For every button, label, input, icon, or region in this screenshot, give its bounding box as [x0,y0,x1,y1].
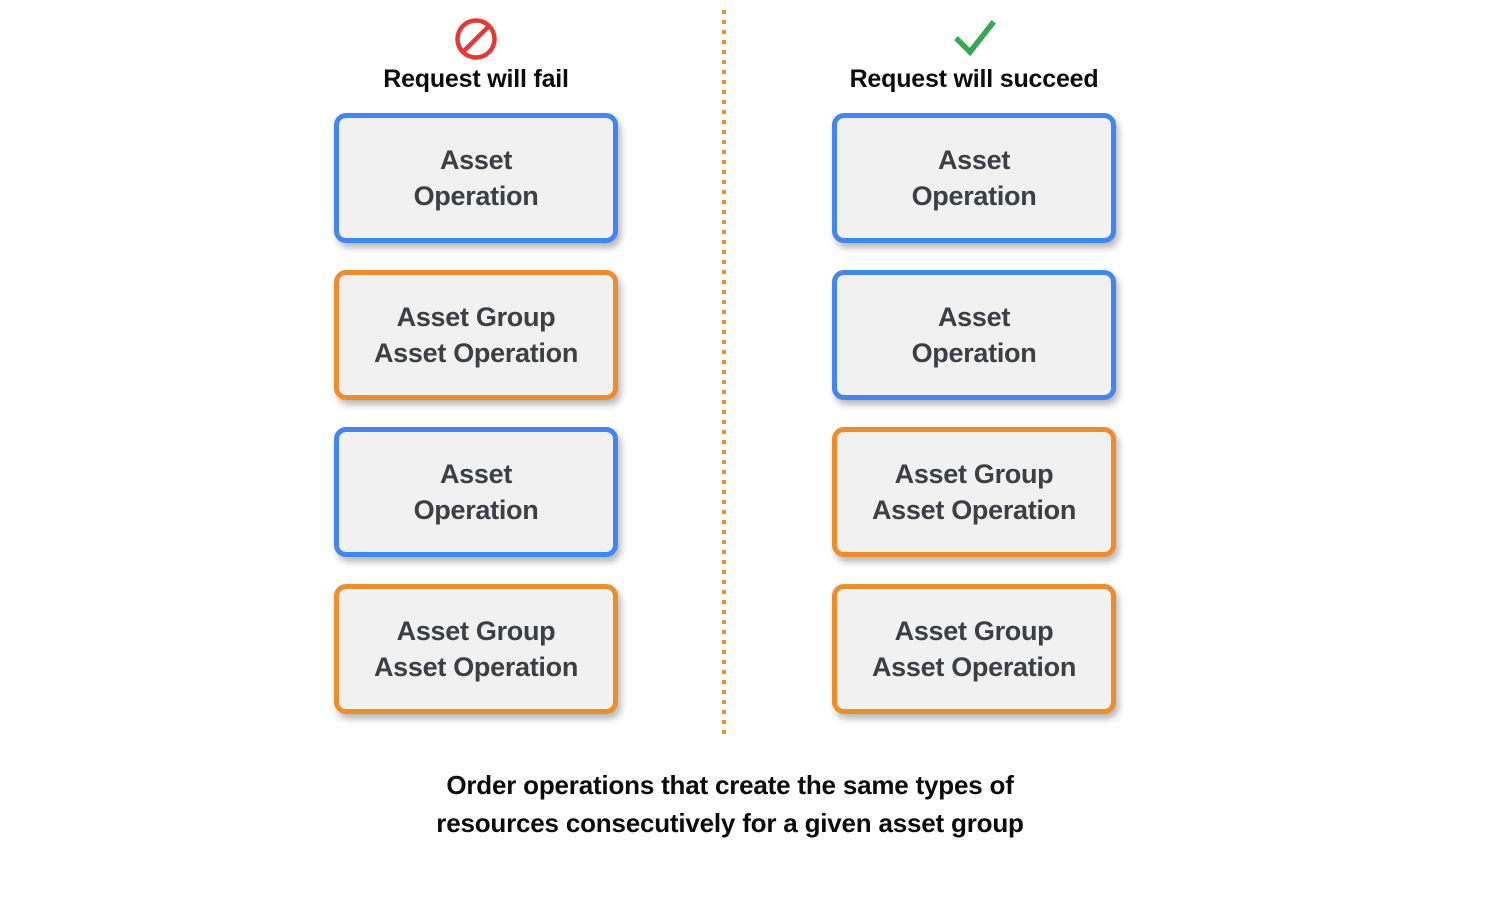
checkmark-icon [954,20,996,57]
diagram-caption: Order operations that create the same ty… [436,770,1024,838]
column-header-succeed: Request will succeed [794,10,1154,94]
column-divider [722,10,726,738]
operation-label: Asset Operation [413,459,539,525]
operation-box[interactable]: Asset Operation [832,270,1116,400]
column-title-fail: Request will fail [383,65,569,93]
operation-list-succeed: Asset Operation Asset Operation Asset Gr… [832,113,1116,741]
operation-box[interactable]: Asset Group Asset Operation [334,270,618,400]
operation-label: Asset Group Asset Operation [871,616,1077,682]
operation-box[interactable]: Asset Operation [334,427,618,557]
column-title-succeed: Request will succeed [849,65,1099,93]
operation-label: Asset Group Asset Operation [373,616,579,682]
operation-box[interactable]: Asset Group Asset Operation [832,427,1116,557]
prohibition-icon [455,18,497,60]
operation-box[interactable]: Asset Group Asset Operation [832,584,1116,714]
operation-box[interactable]: Asset Operation [832,113,1116,243]
operation-list-fail: Asset Operation Asset Group Asset Operat… [334,113,618,741]
operation-label: Asset Operation [413,145,539,211]
operation-label: Asset Group Asset Operation [373,302,579,368]
column-header-fail: Request will fail [296,10,656,94]
operation-label: Asset Group Asset Operation [871,459,1077,525]
operation-box[interactable]: Asset Group Asset Operation [334,584,618,714]
operation-label: Asset Operation [911,302,1037,368]
operation-label: Asset Operation [911,145,1037,211]
operation-box[interactable]: Asset Operation [334,113,618,243]
